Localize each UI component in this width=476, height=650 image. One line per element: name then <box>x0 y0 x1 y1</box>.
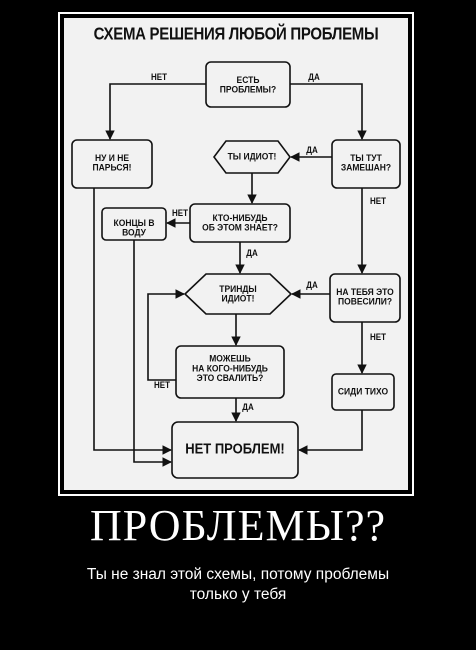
edge-no-top <box>105 83 206 140</box>
node-shift-blame-box <box>175 345 285 399</box>
node-trouble: ТРИНДЫ ИДИОТ! <box>219 283 257 304</box>
node-hide-it: КОНЦЫ В ВОДУ <box>113 217 155 238</box>
node-no-problems: НЕТ ПРОБЛЕМ! <box>185 440 285 457</box>
flowchart-poster: СХЕМА РЕШЕНИЯ ЛЮБОЙ ПРОБЛЕМЫ <box>64 18 408 490</box>
node-sit-quiet: СИДИ ТИХО <box>337 385 389 397</box>
edge-sit-to-noproblems <box>298 410 363 455</box>
node-blamed-box <box>329 273 401 323</box>
edge-label-yes-involved: ДА <box>306 145 318 156</box>
edge-hideit-to-noproblems <box>133 240 172 467</box>
edge-label-yes-blamed: ДА <box>306 280 318 291</box>
node-dont-worry-box <box>71 139 153 189</box>
node-no-problems-box <box>171 421 299 479</box>
node-trouble-box <box>183 273 293 315</box>
node-you-idiot: ТЫ ИДИОТ! <box>227 150 277 162</box>
edge-label-yes-shift: ДА <box>242 402 254 413</box>
poster-title: СХЕМА РЕШЕНИЯ ЛЮБОЙ ПРОБЛЕМЫ <box>93 24 379 45</box>
node-involved-box <box>331 139 401 189</box>
edge-label-no-knows: НЕТ <box>172 208 188 219</box>
caption-subtitle: Ты не знал этой схемы, потому проблемы т… <box>86 566 390 604</box>
poster-frame <box>58 12 414 496</box>
edge-label-no-involved: НЕТ <box>370 196 386 207</box>
flowchart-diagram <box>71 61 401 479</box>
edge-label-no-top: НЕТ <box>151 72 167 83</box>
edge-yes-top <box>290 83 367 140</box>
edge-dontworry-to-noproblems <box>93 188 172 455</box>
edge-label-no-shift: НЕТ <box>154 380 170 391</box>
node-dont-worry: НУ И НЕ ПАРЬСЯ! <box>92 152 132 173</box>
node-has-problems: ЕСТЬ ПРОБЛЕМЫ? <box>219 74 277 95</box>
node-involved: ТЫ ТУТ ЗАМЕШАН? <box>340 152 392 173</box>
edge-label-yes-top: ДА <box>308 72 320 83</box>
caption-title: ПРОБЛЕМЫ?? <box>90 501 386 550</box>
node-blamed: НА ТЕБЯ ЭТО ПОВЕСИЛИ? <box>336 286 394 307</box>
edge-label-yes-knows: ДА <box>246 248 258 259</box>
edge-no-shift <box>147 289 185 381</box>
node-anyone-knows: КТО-НИБУДЬ ОБ ЭТОМ ЗНАЕТ? <box>202 212 278 233</box>
node-shift-blame: МОЖЕШЬ НА КОГО-НИБУДЬ ЭТО СВАЛИТЬ? <box>192 352 268 384</box>
node-sit-quiet-box <box>331 373 395 411</box>
node-you-idiot-box <box>213 140 291 174</box>
edge-label-no-blamed: НЕТ <box>370 332 386 343</box>
